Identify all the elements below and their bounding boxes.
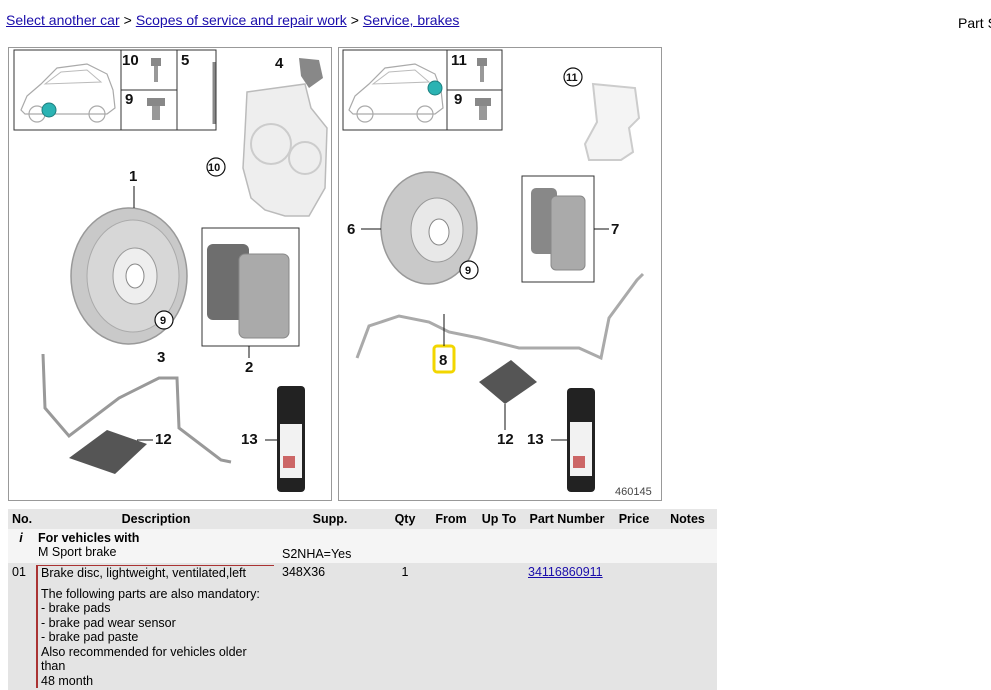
col-header-qty: Qty <box>382 509 428 529</box>
part-notes <box>658 563 717 690</box>
figure-number: 460145 <box>615 486 652 498</box>
callout-4: 4 <box>275 55 284 72</box>
callout-8[interactable]: 8 <box>439 352 447 369</box>
vehicle-condition-row: i For vehicles with M Sport brake S2NHA=… <box>8 529 717 563</box>
vehicle-condition-subtitle: M Sport brake <box>38 545 117 559</box>
rear-wear-sensor-illustration <box>355 272 645 404</box>
part-from <box>428 563 474 690</box>
col-header-notes: Notes <box>658 509 717 529</box>
info-icon: i <box>8 529 34 563</box>
parts-inset-rear <box>446 49 503 131</box>
part-header-label: Part S <box>958 15 991 31</box>
col-header-from: From <box>428 509 474 529</box>
vehicle-condition-title: For vehicles with <box>38 531 140 545</box>
vehicle-condition-supp: S2NHA=Yes <box>278 529 382 563</box>
part-description-box: Brake disc, lightweight, ventilated,left… <box>36 565 274 688</box>
parts-table: No. Description Supp. Qty From Up To Par… <box>8 509 717 690</box>
callout-13: 13 <box>241 431 258 448</box>
vehicle-condition-cell: For vehicles with M Sport brake <box>34 529 278 563</box>
part-up-to <box>474 563 524 690</box>
part-qty: 1 <box>382 563 428 690</box>
rear-brake-disc-illustration <box>380 171 478 285</box>
callout-9: 9 <box>454 91 462 108</box>
part-description-cell: Brake disc, lightweight, ventilated,left… <box>34 563 278 690</box>
part-no: 01 <box>8 563 34 690</box>
wear-sensor-illustration <box>41 353 232 474</box>
breadcrumb-service-brakes[interactable]: Service, brakes <box>362 12 460 28</box>
wheel-marker-icon <box>41 102 57 118</box>
callout-7: 7 <box>611 221 619 238</box>
part-note-line: - brake pad wear sensor <box>41 615 176 630</box>
brake-caliper-illustration <box>242 58 328 217</box>
callout-1: 1 <box>129 168 137 185</box>
part-note-line: - brake pad paste <box>41 630 139 644</box>
callout-2: 2 <box>245 359 253 376</box>
callout-11: 11 <box>566 72 578 84</box>
callout-9: 9 <box>160 315 166 327</box>
callout-11: 11 <box>451 52 467 69</box>
part-supp: 348X36 <box>278 563 382 690</box>
callout-12: 12 <box>155 431 172 448</box>
callout-10: 10 <box>122 52 139 69</box>
col-header-price: Price <box>610 509 658 529</box>
callout-6: 6 <box>347 221 355 238</box>
callout-9: 9 <box>465 265 471 277</box>
wheel-marker-icon <box>427 80 443 96</box>
callout-10: 10 <box>208 162 220 174</box>
part-note-line: The following parts are also mandatory: <box>41 586 260 601</box>
breadcrumb-scopes-of-service[interactable]: Scopes of service and repair work <box>135 12 347 28</box>
part-note-line: Also recommended for vehicles older than <box>41 644 247 674</box>
part-price <box>610 563 658 690</box>
breadcrumb-select-car[interactable]: Select another car <box>6 12 120 28</box>
part-description: Brake disc, lightweight, ventilated,left <box>41 566 246 580</box>
parts-inset-front <box>120 49 217 131</box>
diagram-front-brakes[interactable]: 10 5 9 4 10 1 9 2 <box>8 47 332 501</box>
col-header-description: Description <box>34 509 278 529</box>
part-number-link[interactable]: 34116860911 <box>528 565 603 579</box>
col-header-part-number: Part Number <box>524 509 610 529</box>
table-row[interactable]: 01 Brake disc, lightweight, ventilated,l… <box>8 563 717 690</box>
col-header-supp: Supp. <box>278 509 382 529</box>
rear-brake-pads-illustration <box>521 175 595 283</box>
callout-13: 13 <box>527 431 544 448</box>
caliper-carrier-illustration <box>583 82 641 161</box>
rear-brake-paste-can-illustration <box>567 388 595 492</box>
callout-5: 5 <box>181 52 189 69</box>
part-note-line: - brake pads <box>41 601 111 615</box>
brake-pads-illustration <box>201 227 300 347</box>
table-header-row: No. Description Supp. Qty From Up To Par… <box>8 509 717 529</box>
callout-3: 3 <box>157 349 165 366</box>
breadcrumb-separator: > <box>123 12 132 28</box>
diagram-rear-brakes[interactable]: 11 9 11 6 9 7 8 <box>338 47 662 501</box>
part-note-line: 48 month <box>41 673 94 688</box>
breadcrumb-separator: > <box>350 12 359 28</box>
brake-disc-illustration <box>70 207 188 345</box>
car-inset-rear <box>342 49 448 131</box>
brake-paste-can-illustration <box>277 386 305 492</box>
col-header-no: No. <box>8 509 34 529</box>
col-header-up-to: Up To <box>474 509 524 529</box>
callout-12: 12 <box>497 431 514 448</box>
car-inset-front <box>13 49 122 131</box>
breadcrumb: Select another car>Scopes of service and… <box>6 12 459 28</box>
callout-9: 9 <box>125 91 133 108</box>
